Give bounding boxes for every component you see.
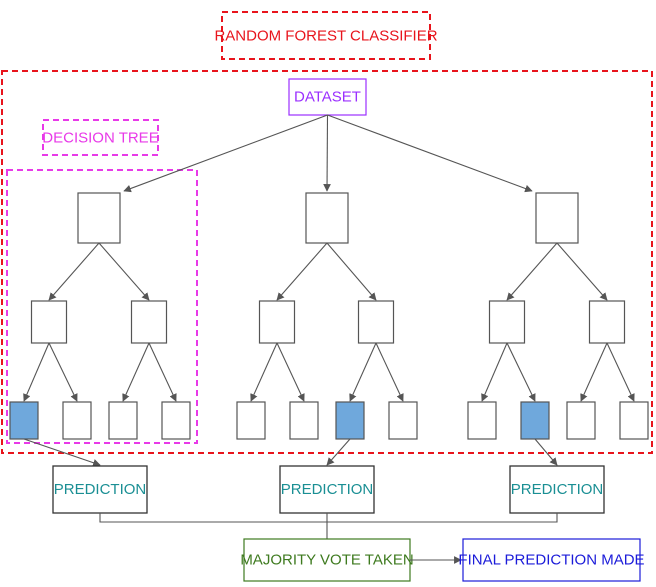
tree-2-edge-root-mid <box>326 242 377 301</box>
tree-1-edge-root-mid <box>98 242 150 301</box>
tree-2-internal-node-2[interactable] <box>357 300 395 344</box>
tree-1-edge-mid-leaf <box>148 342 177 402</box>
trees <box>9 192 649 440</box>
tree-1-leaf-node-2[interactable] <box>62 401 92 440</box>
forest-boundary <box>1 70 653 454</box>
tree-3-edge-root-mid <box>506 242 558 301</box>
edges <box>23 114 635 467</box>
tree-1-edge-mid-leaf <box>23 342 50 402</box>
dataset-box[interactable]: DATASET <box>288 78 367 116</box>
tree-3-edge-root-mid <box>556 242 608 301</box>
tree-2-root-node[interactable] <box>305 192 349 244</box>
dataset-label: DATASET <box>294 89 361 106</box>
tree-2-edge-root-mid <box>276 242 328 301</box>
tree-2-edge-to-prediction <box>326 438 351 466</box>
tree-3-edge-to-prediction <box>534 438 558 466</box>
tree-2-leaf-node-2[interactable] <box>289 401 319 440</box>
tree-2-edge-mid-leaf <box>349 342 377 402</box>
prediction-label: PREDICTION <box>281 481 374 498</box>
tree-2-internal-node-1[interactable] <box>258 300 296 344</box>
tree-1-edge-mid-leaf <box>122 342 150 402</box>
tree-3-edge-mid-leaf <box>580 342 608 402</box>
tree-1-edge-root-mid <box>48 242 100 301</box>
tree-1-internal-node-1[interactable] <box>30 300 68 344</box>
edge-dataset-tree-2 <box>323 114 331 192</box>
edge-dataset-tree-3 <box>327 114 533 193</box>
vote-connector <box>99 513 558 539</box>
tree-1-leaf-node-3[interactable] <box>108 401 138 440</box>
prediction-box-3[interactable]: PREDICTION <box>509 465 605 514</box>
tree-1-edge-to-prediction <box>23 438 101 467</box>
tree-2-edge-mid-leaf <box>375 342 404 402</box>
tree-3-edge-mid-leaf <box>506 342 536 402</box>
decision-tree-label: DECISION TREE <box>42 130 158 147</box>
tree-1-internal-node-2[interactable] <box>130 300 168 344</box>
tree-2-leaf-node-1[interactable] <box>236 401 266 440</box>
tree-3-internal-node-1[interactable] <box>488 300 526 344</box>
tree-1-edge-mid-leaf <box>48 342 78 402</box>
title-label: RANDOM FOREST CLASSIFIER <box>214 28 437 45</box>
title-box: RANDOM FOREST CLASSIFIER <box>214 11 438 60</box>
prediction-box-2[interactable]: PREDICTION <box>279 465 375 514</box>
tree-3-root-node[interactable] <box>535 192 579 244</box>
tree-3-leaf-node-1[interactable] <box>467 401 497 440</box>
tree-1-selected-leaf[interactable] <box>9 401 39 440</box>
tree-2-edge-mid-leaf <box>250 342 278 402</box>
tree-2-edge-mid-leaf <box>276 342 305 402</box>
tree-2-leaf-node-4[interactable] <box>388 401 418 440</box>
tree-3-selected-leaf[interactable] <box>520 401 550 440</box>
tree-3-leaf-node-4[interactable] <box>619 401 649 440</box>
majority-vote-box[interactable]: MAJORITY VOTE TAKEN <box>240 538 414 582</box>
final-prediction-label: FINAL PREDICTION MADE <box>458 552 644 569</box>
tree-1-root-node[interactable] <box>77 192 121 244</box>
prediction-label: PREDICTION <box>54 481 147 498</box>
tree-3-leaf-node-3[interactable] <box>566 401 596 440</box>
tree-3-internal-node-2[interactable] <box>588 300 626 344</box>
tree-3-edge-mid-leaf <box>606 342 635 402</box>
decision-tree-label-box: DECISION TREE <box>42 119 159 156</box>
prediction-label: PREDICTION <box>511 481 604 498</box>
tree-2-selected-leaf[interactable] <box>335 401 365 440</box>
prediction-box-1[interactable]: PREDICTION <box>52 465 148 514</box>
final-prediction-box[interactable]: FINAL PREDICTION MADE <box>458 538 645 582</box>
majority-vote-label: MAJORITY VOTE TAKEN <box>240 552 413 569</box>
tree-3-edge-mid-leaf <box>481 342 508 402</box>
edge-dataset-tree-1 <box>123 114 328 193</box>
decision-tree-boundary <box>6 169 198 444</box>
tree-1-leaf-node-4[interactable] <box>161 401 191 440</box>
